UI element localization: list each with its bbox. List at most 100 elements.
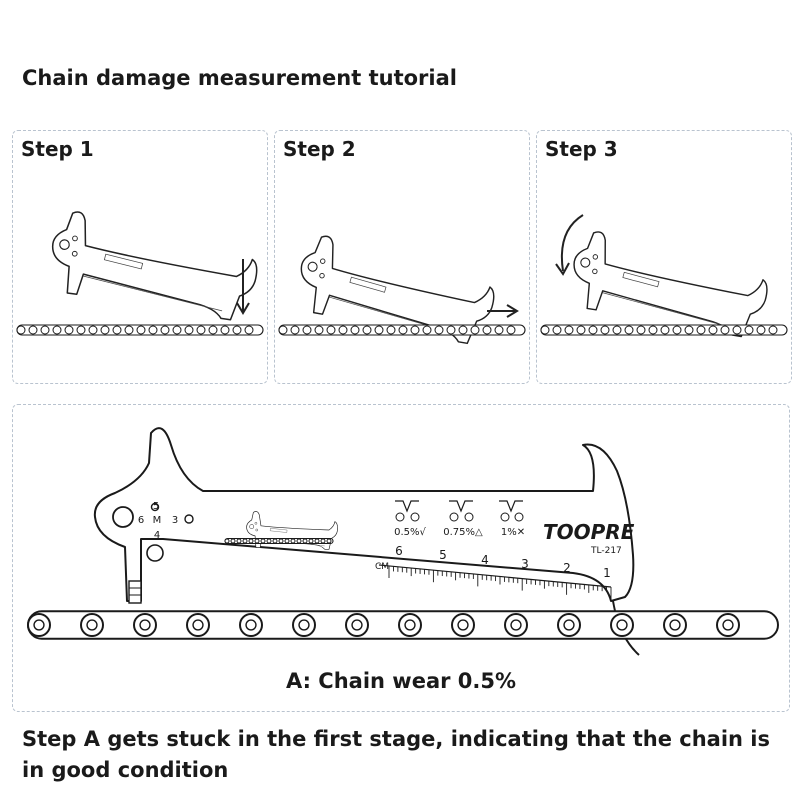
chain-roller [716,613,740,637]
chain-roller [470,325,480,335]
hole-3 [184,514,194,524]
chain-roller [434,325,444,335]
chain-roller [186,613,210,637]
chain-roller [254,538,260,544]
chain-roller [451,613,475,637]
chain-roller [314,325,324,335]
bike-chain [27,610,779,640]
chain-roller [732,325,742,335]
chain-roller [100,325,110,335]
wear-indicator-1: 1%✕ [499,500,525,538]
chain-roller [290,538,296,544]
chain-roller [278,325,288,335]
chain-pin [351,619,363,631]
chain-roller [696,325,706,335]
chain-pin [722,619,734,631]
chain-roller [232,325,242,335]
chain-roller [260,538,266,544]
step-1-chain [16,324,264,336]
chain-roller [160,325,170,335]
chain-roller [272,538,278,544]
step-3-chain [540,324,788,336]
chain-roller [684,325,694,335]
step-3-panel: Step 3 [536,130,792,384]
chain-roller [398,325,408,335]
chain-roller [756,325,766,335]
caption: A: Chain wear 0.5% [285,669,517,693]
hole-label-6: 6 [138,515,144,526]
chain-roller [64,325,74,335]
ruler-label-6: 6 [395,544,403,558]
chain-roller [266,538,272,544]
wear-label-1: 1%✕ [501,527,525,538]
chain-roller [672,325,682,335]
chain-pin [192,619,204,631]
hole-5 [150,502,160,512]
chain-roller [248,538,254,544]
detail-panel: 5 6 M 3 4 0.5%√ 0.75%△ 1%✕ [12,404,790,712]
hole-label-3: 3 [172,515,178,526]
step-3-rotate-arrow [555,214,584,276]
chain-roller [220,325,230,335]
chain-pin [33,619,45,631]
chain-roller [76,325,86,335]
chain-pin [139,619,151,631]
model-number: TL-217 [590,546,622,556]
chain-roller [610,613,634,637]
chain-roller [80,613,104,637]
chain-roller [52,325,62,335]
chain-roller [663,613,687,637]
chain-roller [768,325,778,335]
wear-label-0-75: 0.75%△ [443,527,483,538]
chain-pin [86,619,98,631]
chain-pin [404,619,416,631]
chain-roller [172,325,182,335]
chain-roller [290,325,300,335]
step-2-panel: Step 2 [274,130,530,384]
step-2-right-arrow [487,304,519,318]
chain-roller [624,325,634,335]
ruler-scale: CM 6 5 4 3 2 1 [375,544,612,599]
chain-roller [744,325,754,335]
ruler-unit: CM [375,562,389,572]
wear-label-0-5: 0.5%√ [394,527,426,538]
chain-roller [302,325,312,335]
step-2-chain [278,324,526,336]
step-1-tool [45,208,263,324]
chain-roller [506,325,516,335]
chain-pin [563,619,575,631]
chain-roller [326,538,332,544]
chain-roller [296,538,302,544]
chain-roller [278,538,284,544]
step-1-label: Step 1 [21,137,94,161]
chain-roller [540,325,550,335]
chain-roller [600,325,610,335]
chain-roller [284,538,290,544]
step-2-label: Step 2 [283,137,356,161]
chain-roller [28,325,38,335]
chain-roller [386,325,396,335]
step-3-tool [566,228,773,341]
chain-roller [230,538,236,544]
chain-roller [314,538,320,544]
chain-roller [292,613,316,637]
chain-roller [326,325,336,335]
chain-roller [660,325,670,335]
ruler-label-2: 2 [563,561,571,575]
detail-illustration: 5 6 M 3 4 0.5%√ 0.75%△ 1%✕ [27,427,779,656]
chain-roller [224,538,230,544]
step-1-illustration [16,208,264,336]
chain-pin [457,619,469,631]
chain-roller [239,613,263,637]
chain-roller [410,325,420,335]
chain-roller [345,613,369,637]
chain-roller [136,325,146,335]
footer-text: Step A gets stuck in the first stage, in… [22,727,771,782]
chain-roller [16,325,26,335]
chain-checker-tool [93,427,635,602]
chain-roller [504,613,528,637]
chain-roller [184,325,194,335]
mini-chain [224,537,334,545]
chain-roller [124,325,134,335]
hole-label-5: 5 [153,501,159,512]
